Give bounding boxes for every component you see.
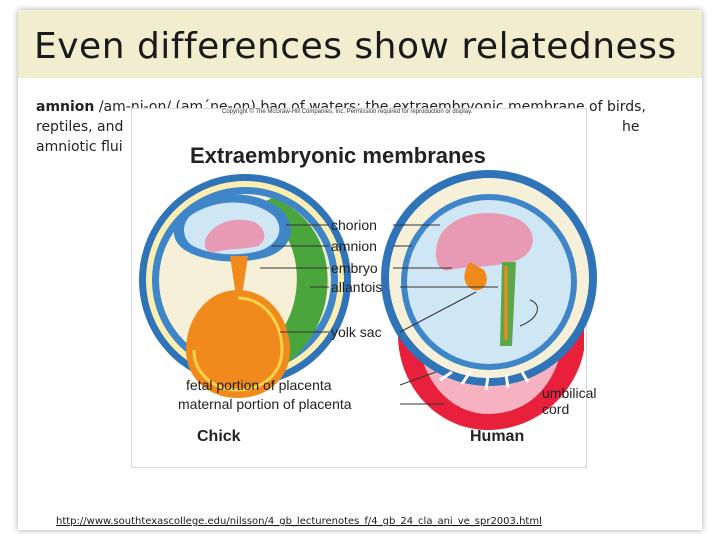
source-link[interactable]: http://www.southtexascollege.edu/nilsson… xyxy=(56,516,542,527)
human-embryo xyxy=(435,213,533,271)
figure-title: Extraembryonic membranes xyxy=(190,143,486,168)
leader-yolk-right xyxy=(399,291,477,333)
label-yolk-sac: yolk sac xyxy=(331,324,382,340)
definition-line-2: reptiles, and he xyxy=(36,117,696,137)
label-allantois: allantois xyxy=(331,279,383,295)
human-villi xyxy=(439,370,530,391)
human-yolk-sac xyxy=(464,262,487,291)
definition-term: amnion xyxy=(36,99,95,115)
chick-allantois xyxy=(264,198,328,374)
definition-line-2-start: reptiles, and xyxy=(36,119,124,135)
label-cord: cord xyxy=(542,401,570,417)
chick-yolk-stalk xyxy=(230,256,248,296)
human-diagram xyxy=(381,170,597,430)
label-maternal-placenta: maternal portion of placenta xyxy=(178,396,352,412)
label-chorion: chorion xyxy=(331,217,377,233)
definition-line-3-start: amniotic flui xyxy=(36,139,123,155)
slide-title: Even differences show relatedness xyxy=(34,26,677,67)
chick-yolk-sac xyxy=(186,290,290,398)
label-human: Human xyxy=(470,428,525,445)
leader-umbilical xyxy=(519,299,538,327)
chick-embryo xyxy=(204,219,265,253)
label-embryo: embryo xyxy=(331,260,378,276)
leader-fetal-placenta xyxy=(399,371,437,386)
human-umbilical-stalk xyxy=(500,262,516,346)
label-amnion: amnion xyxy=(331,238,377,254)
title-bar xyxy=(18,10,702,78)
chick-yolk-highlight xyxy=(192,296,284,392)
label-fetal-placenta: fetal portion of placenta xyxy=(186,377,332,393)
definition-line-3: amniotic flui xyxy=(36,137,696,157)
label-leader-lines xyxy=(260,224,538,405)
definition-line-2-end: he xyxy=(622,119,640,135)
label-chick: Chick xyxy=(197,428,241,445)
label-umbilical: umbilical xyxy=(542,385,597,401)
chick-diagram xyxy=(139,174,351,398)
figure-copyright: Copyright © The McGraw-Hill Companies, I… xyxy=(222,109,473,115)
